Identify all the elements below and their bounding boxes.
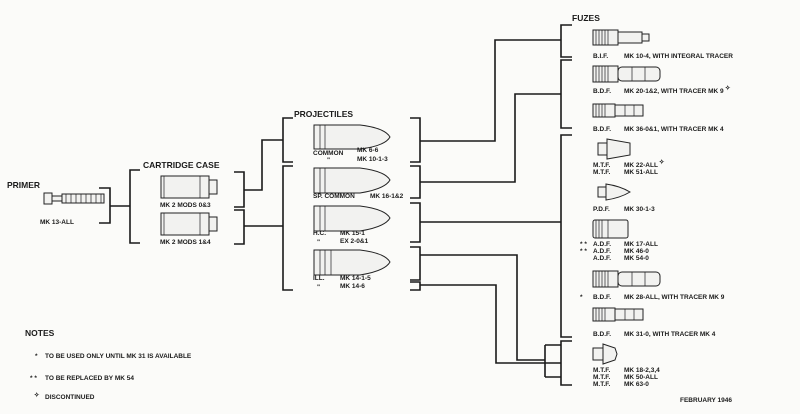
projectile-type: COMMON xyxy=(313,150,344,157)
fuze-icon-bdf-mk20 xyxy=(592,65,661,83)
fuze-mark: MK 17-ALL xyxy=(624,241,658,248)
projectile-icon-hc xyxy=(313,205,391,232)
projectile-type: H.C. xyxy=(313,230,326,237)
fuze-note-marker: * * xyxy=(580,241,587,248)
projectile-type: SP. COMMON xyxy=(313,193,355,200)
projectile-mark: MK 15-1 xyxy=(340,230,365,237)
fuze-icon-mtf xyxy=(597,138,631,160)
projectile-icon-sp-common xyxy=(313,167,391,194)
note-text: TO BE REPLACED BY MK 54 xyxy=(45,375,134,382)
fuze-type: A.D.F. xyxy=(593,241,611,248)
fuze-icon-bdf-mk28 xyxy=(592,270,661,288)
ditto-mark: " xyxy=(317,239,320,246)
note-text: TO BE USED ONLY UNTIL MK 31 IS AVAILABLE xyxy=(45,353,192,360)
fuze-type: B.I.F. xyxy=(593,53,608,60)
fuzes-heading: FUZES xyxy=(572,13,600,23)
fuze-icon-bdf-mk31 xyxy=(592,307,644,322)
fuze-type: B.D.F. xyxy=(593,331,611,338)
fuze-type: A.D.F. xyxy=(593,248,611,255)
fuze-type: P.D.F. xyxy=(593,206,610,213)
connector-lines xyxy=(420,39,561,378)
note-text: DISCONTINUED xyxy=(45,394,95,401)
fuze-mark: MK 22-ALL xyxy=(624,162,658,169)
primer-bracket xyxy=(99,187,130,224)
fuze-icon-adf xyxy=(592,219,629,239)
note-symbol: * * xyxy=(30,375,37,382)
discontinued-marker: ✧ xyxy=(659,158,665,166)
fuze-mark: MK 30-1-3 xyxy=(624,206,655,213)
projectile-mark: MK 6-6 xyxy=(357,147,379,154)
fuze-brackets xyxy=(560,24,572,386)
fuze-mark: MK 46-0 xyxy=(624,248,649,255)
cartridge-bracket-left xyxy=(129,169,140,244)
fuze-type: B.D.F. xyxy=(593,126,611,133)
primer-heading: PRIMER xyxy=(7,180,40,190)
projectile-mark: MK 14-6 xyxy=(340,283,365,290)
fuze-mark: MK 63-0 xyxy=(624,381,649,388)
projectile-mark: MK 16-1&2 xyxy=(370,193,404,200)
fuze-note-marker: * * xyxy=(580,248,587,255)
cartridge-case-icon xyxy=(160,175,218,199)
fuze-mark: MK 18-2,3,4 xyxy=(624,367,660,374)
fuze-icon-bif xyxy=(592,29,650,46)
fuze-note-marker: * xyxy=(580,294,583,301)
cartridge-case-item: MK 2 MODS 1&4 xyxy=(160,239,211,246)
cartridge-case-heading: CARTRIDGE CASE xyxy=(143,160,220,170)
cartridge-case-icon xyxy=(160,212,218,236)
fuze-type: M.T.F. xyxy=(593,162,611,169)
projectile-bracket-left xyxy=(282,117,293,291)
projectile-mark: MK 10-1-3 xyxy=(357,156,388,163)
primer-icon xyxy=(43,192,105,205)
fuze-mark: MK 36-0&1, WITH TRACER MK 4 xyxy=(624,126,724,133)
ditto-mark: " xyxy=(317,284,320,291)
fuze-type: M.T.F. xyxy=(593,169,611,176)
primer-model: MK 13-ALL xyxy=(40,219,74,226)
fuze-type: M.T.F. xyxy=(593,381,611,388)
fuze-icon-pdf xyxy=(597,183,631,201)
discontinued-marker: ✧ xyxy=(725,84,731,92)
projectiles-heading: PROJECTILES xyxy=(294,109,353,119)
projectile-mark: MK 14-1-5 xyxy=(340,275,371,282)
fuze-mark: MK 31-0, WITH TRACER MK 4 xyxy=(624,331,716,338)
projectile-mark: EX 2-0&1 xyxy=(340,238,369,245)
note-symbol: ✧ xyxy=(34,391,40,399)
fuze-mark: MK 51-ALL xyxy=(624,169,658,176)
fuze-type: A.D.F. xyxy=(593,255,611,262)
fuze-icon-bdf-mk36 xyxy=(592,103,644,118)
fuze-mark: MK 28-ALL, WITH TRACER MK 9 xyxy=(624,294,725,301)
fuze-mark: MK 20-1&2, WITH TRACER MK 9 xyxy=(624,88,724,95)
fuze-mark: MK 50-ALL xyxy=(624,374,658,381)
ditto-mark: " xyxy=(327,157,330,164)
cartridge-case-item: MK 2 MODS 0&3 xyxy=(160,202,211,209)
fuze-mark: MK 54-0 xyxy=(624,255,649,262)
notes-heading: NOTES xyxy=(25,328,55,338)
projectile-icon-common xyxy=(313,124,391,150)
cartridge-bracket-right xyxy=(234,139,283,245)
fuze-icon-mtf-mk18 xyxy=(592,343,618,365)
fuze-type: M.T.F. xyxy=(593,367,611,374)
projectile-icon-ill xyxy=(313,249,391,276)
fuze-type: B.D.F. xyxy=(593,294,611,301)
note-symbol: * xyxy=(35,353,38,360)
fuze-type: M.T.F. xyxy=(593,374,611,381)
fuze-mark: MK 10-4, WITH INTEGRAL TRACER xyxy=(624,53,733,60)
fuze-type: B.D.F. xyxy=(593,88,611,95)
projectile-bracket-right xyxy=(410,117,421,291)
projectile-type: ILL. xyxy=(313,275,325,282)
date-label: FEBRUARY 1946 xyxy=(680,397,732,404)
